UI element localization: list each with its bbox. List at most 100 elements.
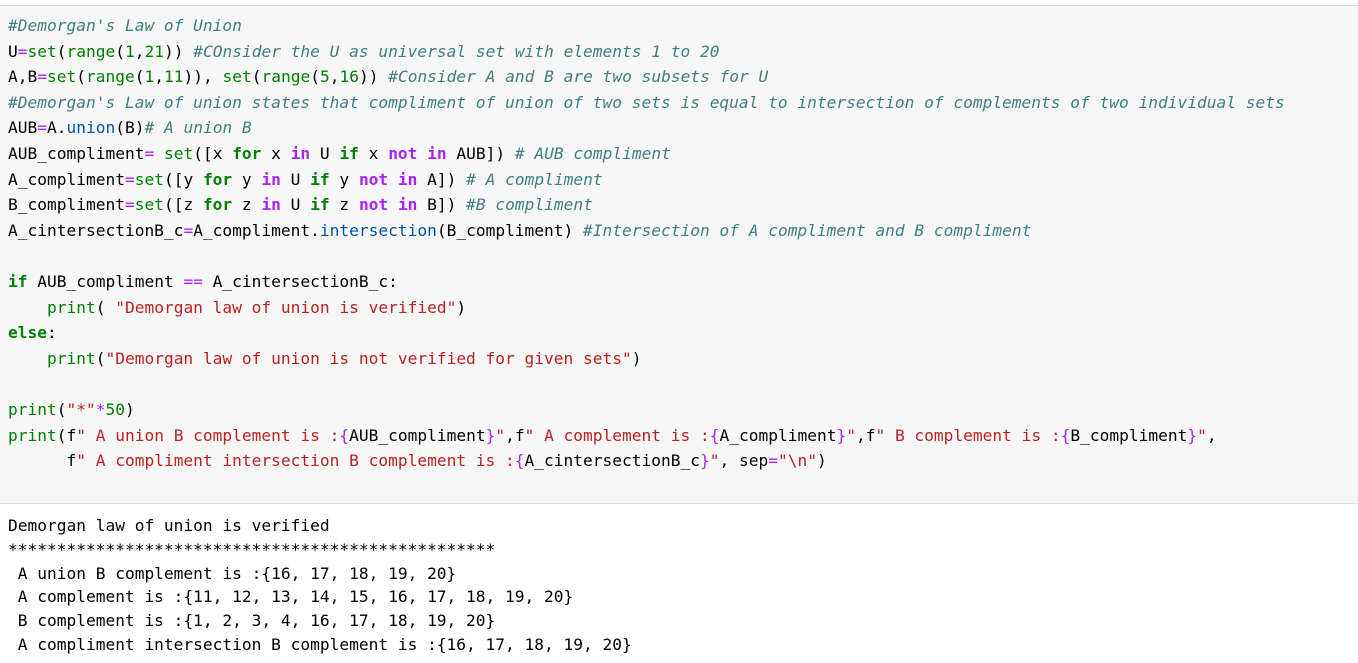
code-token: ): [631, 348, 642, 368]
code-token: [8, 298, 47, 317]
code-token: #Demorgan's Law of union states that com…: [8, 92, 1285, 112]
code-token: )),: [183, 67, 223, 87]
code-token: in: [261, 169, 281, 189]
code-token: range: [261, 67, 311, 87]
code-token: if: [310, 195, 330, 215]
code-token: =: [183, 220, 194, 240]
code-token: AUB_compliment: [8, 143, 145, 163]
code-token: *: [95, 399, 106, 419]
code-token: ): [816, 451, 827, 471]
code-token: set: [134, 195, 164, 215]
code-token: print: [46, 297, 96, 317]
code-token: z: [329, 195, 359, 215]
code-line: B_compliment=set([z for z in U if z not …: [8, 192, 1285, 218]
code-token: (: [56, 41, 67, 61]
code-token: [8, 349, 47, 368]
code-token: B_compliment: [8, 195, 125, 215]
code-token: 11: [163, 67, 184, 87]
code-token: U: [310, 143, 340, 163]
code-token: }: [485, 425, 496, 445]
code-token: U: [280, 169, 311, 189]
code-token: not: [358, 195, 389, 215]
code-token: not: [358, 169, 389, 189]
code-token: A_compliment: [719, 425, 837, 445]
code-token: }: [1187, 425, 1198, 445]
code-token: for: [232, 143, 262, 163]
code-token: A_cintersectionB_c: [8, 220, 184, 240]
code-token: 16: [339, 67, 359, 87]
code-line: [8, 371, 1285, 397]
output-line: ****************************************…: [8, 539, 496, 559]
code-token: :: [46, 323, 57, 343]
code-token: AUB_compliment: [349, 425, 486, 445]
code-token: y: [329, 169, 359, 189]
code-token: (: [310, 67, 320, 87]
code-token: print: [8, 425, 57, 445]
code-line: U=set(range(1,21)) #COnsider the U as un…: [8, 39, 1285, 65]
code-token: x: [261, 143, 291, 163]
code-token: intersection: [319, 220, 437, 240]
code-token: in: [397, 195, 418, 215]
output-line: A compliment intersection B complement i…: [8, 634, 632, 654]
code-token: A_compliment: [8, 169, 125, 189]
code-token: (: [95, 348, 106, 368]
code-token: =: [17, 41, 28, 61]
code-line: #Demorgan's Law of Union: [8, 13, 1285, 39]
code-token: ,: [1206, 425, 1217, 445]
code-token: " A complement is :: [524, 425, 710, 445]
code-token: [388, 170, 398, 189]
code-token: ,: [134, 41, 145, 61]
code-token: ): [124, 399, 135, 419]
code-token: A_cintersectionB_c: [524, 451, 700, 471]
code-token: not: [388, 143, 418, 163]
code-token: {: [339, 425, 350, 445]
code-token: (: [251, 67, 262, 87]
code-token: ([x: [193, 143, 233, 163]
code-token: set: [47, 67, 77, 87]
code-token: set: [163, 143, 194, 163]
code-token: print: [46, 348, 96, 368]
code-token: (f: [56, 425, 77, 445]
code-token: 1: [124, 41, 135, 61]
code-token: ,: [154, 67, 164, 87]
code-token: ,: [329, 67, 340, 87]
code-token: =: [768, 451, 778, 471]
code-token: ,f: [505, 425, 525, 445]
code-token: in: [427, 143, 447, 163]
code-token: if: [310, 169, 330, 189]
code-token: {: [1060, 425, 1071, 445]
code-token: A]): [417, 169, 467, 189]
code-token: 21: [144, 41, 164, 61]
code-token: " A compliment intersection B complement…: [76, 451, 515, 471]
code-token: set: [222, 67, 252, 87]
code-token: (: [115, 41, 125, 61]
code-token: U: [280, 195, 311, 215]
code-line: [8, 243, 1285, 269]
code-token: "\n": [777, 451, 817, 471]
code-token: #Demorgan's Law of Union: [8, 16, 242, 35]
code-token: AUB]): [446, 143, 515, 163]
code-token: union: [66, 118, 116, 138]
code-token: ": [495, 425, 506, 445]
code-token: (: [95, 297, 116, 317]
output-line: A union B complement is :{16, 17, 18, 19…: [8, 563, 457, 583]
code-token: =: [124, 195, 135, 215]
code-line: AUB_compliment= set([x for x in U if x n…: [8, 141, 1285, 167]
code-token: print: [8, 399, 57, 419]
code-token: (: [56, 399, 67, 419]
code-token: z: [232, 195, 262, 215]
code-token: A.: [47, 118, 67, 138]
code-token: {: [514, 451, 525, 471]
code-line: else:: [8, 320, 1285, 346]
code-token: [154, 144, 164, 163]
code-token: in: [397, 169, 418, 189]
code-token: else: [8, 323, 47, 343]
code-token: (B): [115, 118, 145, 138]
code-token: ([z: [163, 195, 203, 215]
code-token: =: [37, 67, 47, 87]
code-token: # A compliment: [466, 169, 603, 189]
code-token: range: [66, 41, 116, 61]
code-token: "Demorgan law of union is verified": [115, 297, 457, 317]
